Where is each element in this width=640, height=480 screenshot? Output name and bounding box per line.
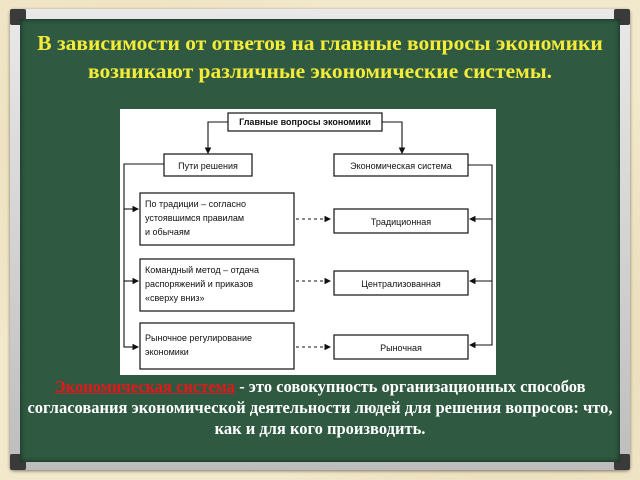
solutions-header-label: Пути решения <box>178 161 238 171</box>
system-label: Рыночная <box>380 343 422 353</box>
method-line: Командный метод – отдача <box>145 265 259 275</box>
system-label: Традиционная <box>371 217 431 227</box>
solutions-header-box: Пути решения <box>163 153 253 177</box>
method-box-market: Рыночное регулирование экономики <box>139 322 295 370</box>
system-label: Централизованная <box>361 279 441 289</box>
method-line: распоряжений и приказов <box>145 279 253 289</box>
diagram-connectors <box>123 121 493 351</box>
method-box-command: Командный метод – отдача распоряжений и … <box>139 258 295 312</box>
definition-paragraph: Экономическая система - это совокупность… <box>22 376 618 439</box>
definition-term: Экономическая система <box>54 377 236 396</box>
method-box-tradition: По традиции – согласно устоявшимся прави… <box>139 192 295 246</box>
method-line: устоявшимся правилам <box>145 213 244 223</box>
slide-title: В зависимости от ответов на главные вопр… <box>37 31 603 83</box>
method-line: и обычаям <box>145 227 190 237</box>
system-box-traditional: Традиционная <box>333 208 469 234</box>
main-questions-box: Главные вопросы экономики <box>227 112 383 132</box>
economic-systems-diagram: Главные вопросы экономики Пути решения Э… <box>120 109 496 375</box>
method-line: По традиции – согласно <box>145 199 246 209</box>
system-header-box: Экономическая система <box>333 153 469 177</box>
system-header-label: Экономическая система <box>350 161 452 171</box>
method-line: Рыночное регулирование <box>145 333 252 343</box>
system-box-market: Рыночная <box>333 334 469 360</box>
main-questions-label: Главные вопросы экономики <box>239 117 371 127</box>
definition-text: - это совокупность организационных спосо… <box>27 377 613 438</box>
method-line: экономики <box>145 347 189 357</box>
system-box-centralized: Централизованная <box>333 270 469 296</box>
method-line: «сверху вниз» <box>145 293 205 303</box>
